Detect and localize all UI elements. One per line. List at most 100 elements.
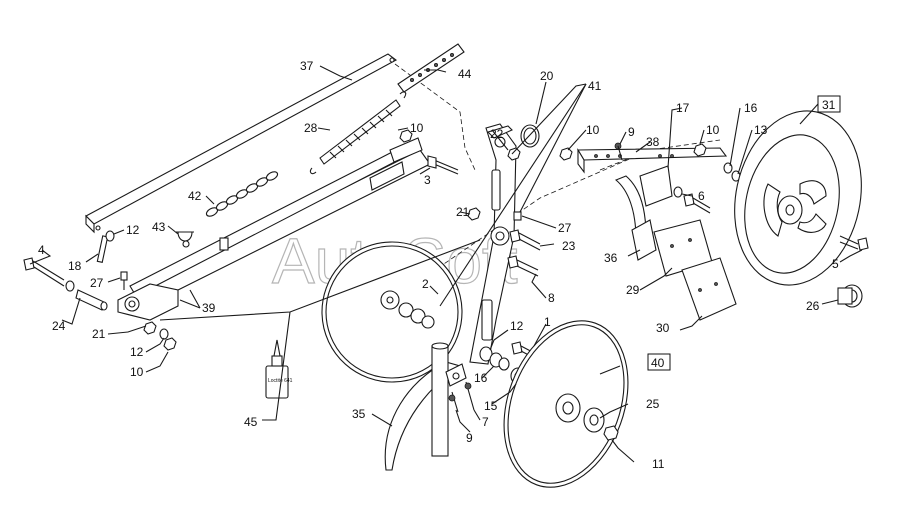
bolt-4-part	[23, 257, 75, 292]
nut-10d-part	[693, 143, 707, 157]
grease-nipple-27b-part	[513, 211, 522, 221]
part-label: 1	[544, 315, 551, 329]
part-label: 30	[656, 321, 670, 335]
bolt-5-part	[839, 235, 869, 251]
part-label: 15	[484, 399, 498, 413]
part-label: 21	[92, 327, 106, 341]
nut-21a-part	[143, 321, 157, 335]
part-label: 25	[646, 397, 660, 411]
arm-part	[117, 137, 431, 321]
bracket-38-part	[577, 147, 728, 174]
bolt-6-part	[673, 186, 711, 214]
part-label: 9	[628, 125, 635, 139]
part-label: 27	[90, 276, 104, 290]
shackle-part	[176, 231, 194, 248]
label-box-31	[817, 95, 841, 113]
disc-2-part	[321, 241, 463, 383]
thread-locker-bottle: Loctite 641	[265, 339, 293, 399]
part-label: 18	[68, 259, 82, 273]
part-label: 2	[422, 277, 429, 291]
part-label: 40	[651, 356, 665, 370]
part-label: 3	[424, 173, 431, 187]
part-label: 10	[410, 121, 424, 135]
part-label: 38	[646, 135, 660, 149]
bar-part	[85, 53, 398, 234]
part-label: 12	[510, 319, 524, 333]
bolt-9b-part	[614, 142, 623, 161]
part-label: 37	[300, 59, 314, 73]
part-label: 23	[562, 239, 576, 253]
part-label: 39	[202, 301, 216, 315]
part-label: 9	[466, 431, 473, 445]
plate-29-part	[653, 219, 713, 277]
part-label: 16	[474, 371, 488, 385]
part-label: 26	[806, 299, 820, 313]
part-label: 7	[482, 415, 489, 429]
part-label: 22	[490, 127, 504, 141]
pin-18-part	[96, 235, 109, 263]
part-label: 5	[832, 257, 839, 271]
bushing-24-part	[75, 289, 108, 311]
nut-21b-part	[467, 207, 481, 221]
shank-35-part	[384, 342, 467, 471]
nut-10c-part	[559, 147, 573, 161]
nut-10b-part	[163, 337, 177, 351]
washer-12a-part	[105, 230, 115, 242]
part-label: 11	[652, 457, 665, 471]
part-label: 41	[588, 79, 602, 93]
spring-part	[309, 91, 407, 175]
part-label: 31	[822, 98, 836, 112]
bolt-3-part	[427, 155, 459, 175]
part-label: 12	[126, 223, 140, 237]
part-label: 21	[456, 205, 470, 219]
nut-22-part	[507, 147, 521, 161]
part-label: 29	[626, 283, 640, 297]
part-label: 24	[52, 319, 66, 333]
part-label: 27	[558, 221, 572, 235]
press-wheel-31-part	[734, 110, 862, 286]
nut-10a-part	[399, 129, 413, 143]
part-label: 16	[744, 101, 758, 115]
grease-nipple-27a-part	[120, 271, 128, 290]
part-label: 43	[152, 220, 166, 234]
part-label: 42	[188, 189, 202, 203]
part-label: 12	[130, 345, 144, 359]
leader-lines	[29, 65, 863, 463]
washer-16a-part	[489, 352, 510, 371]
part-label: 13	[754, 123, 768, 137]
plate-30-part	[681, 257, 737, 321]
nut-11-part	[603, 425, 619, 441]
bottle-label: Loctite 641	[268, 378, 293, 384]
part-label: 36	[604, 251, 618, 265]
part-label: 4	[38, 243, 45, 257]
part-label: 28	[304, 121, 318, 135]
part-label: 8	[548, 291, 555, 305]
part-label: 10	[586, 123, 600, 137]
part-label: 10	[706, 123, 720, 137]
part-label: 6	[698, 189, 705, 203]
part-label: 45	[244, 415, 258, 429]
bolt-9a-part	[448, 391, 459, 413]
hub-25-part	[583, 407, 605, 433]
washer-12b-part	[159, 328, 169, 340]
disc-40-part	[503, 320, 629, 488]
scraper-36-part	[631, 219, 657, 261]
washer-12c-part	[479, 346, 493, 362]
frame-assembly-part	[469, 123, 517, 365]
dashed-assembly-lines	[394, 63, 721, 269]
bolt-8-part	[507, 255, 539, 277]
part-labels: 37 44 28 10 3 42 43 12 18 4 27 24 21 12 …	[38, 59, 839, 471]
chain-part	[205, 171, 279, 217]
bolt-7-part	[464, 381, 475, 411]
bearing-26-part	[837, 284, 863, 308]
part-label: 20	[540, 69, 554, 83]
part-label: 35	[352, 407, 366, 421]
part-label: 10	[130, 365, 144, 379]
link-plate-part	[397, 43, 465, 93]
label-box-40	[647, 353, 671, 371]
part-label: 17	[676, 101, 690, 115]
bolt-23-part	[509, 229, 541, 251]
part-label: 44	[458, 67, 472, 81]
